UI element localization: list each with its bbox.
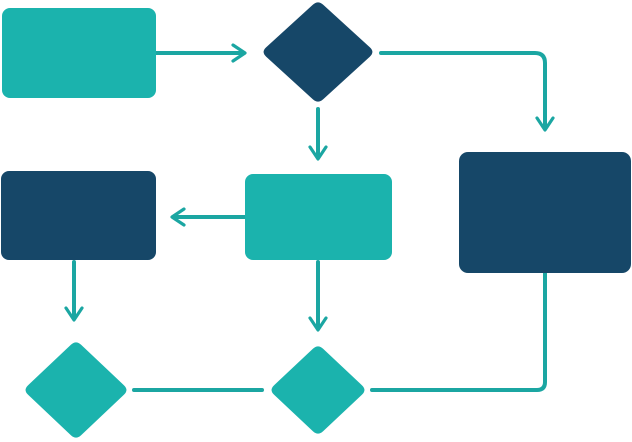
decision-bottom-left-diamond bbox=[25, 342, 127, 438]
connector-decision-bottom-middle-to-process-right bbox=[370, 271, 547, 392]
process-middle-box bbox=[245, 174, 392, 260]
connectors bbox=[64, 43, 555, 392]
decision-top-diamond bbox=[263, 2, 373, 102]
process-right-box bbox=[459, 152, 631, 273]
arrow-decision-top-to-process-right bbox=[379, 51, 555, 132]
decision-bottom-middle-diamond bbox=[271, 346, 365, 434]
process-left-box bbox=[1, 171, 156, 260]
start-process-box bbox=[2, 8, 156, 98]
